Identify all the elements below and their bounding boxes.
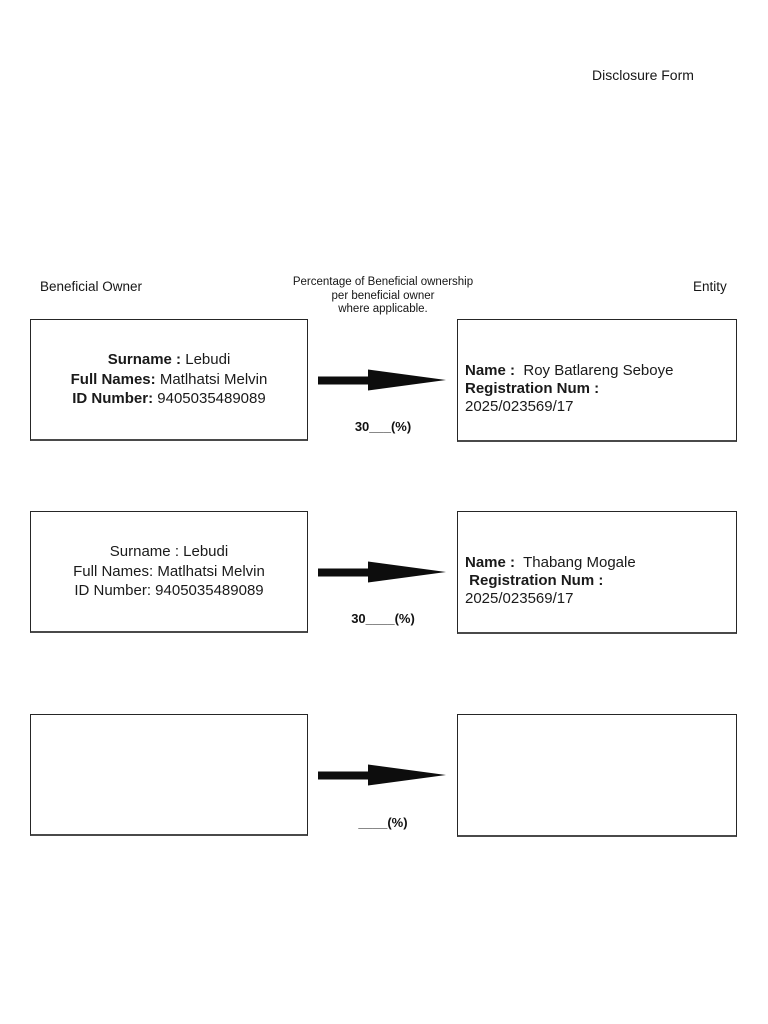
owner-box-1: Surname : Lebudi Full Names: Matlhatsi M… (30, 319, 308, 441)
owner-box-3-empty (30, 714, 308, 836)
entity-regnum-label-line: Registration Num : (465, 572, 728, 590)
owner-idnumber-line: ID Number: 9405035489089 (73, 581, 265, 601)
percentage-header-line-3: where applicable. (338, 303, 428, 315)
owner-fullnames-line: Full Names: Matlhatsi Melvin (71, 370, 268, 390)
field-value: 2025/023569/17 (465, 590, 574, 607)
field-label: Name : (465, 554, 516, 571)
page-title: Disclosure Form (592, 67, 694, 83)
field-value: Lebudi (178, 543, 229, 561)
field-value: 9405035489089 (153, 390, 266, 408)
field-value: 9405035489089 (151, 582, 264, 600)
percentage-value-1: 30___(%) (354, 419, 412, 434)
field-value: Thabang Mogale (515, 554, 636, 571)
field-label: ID Number: (72, 390, 154, 408)
field-label: ID Number: (74, 582, 152, 600)
percentage-value-2: 30____(%) (351, 611, 415, 626)
owner-surname-line: Surname : Lebudi (71, 350, 268, 370)
field-value: Matlhatsi Melvin (153, 562, 265, 580)
owner-surname-line: Surname : Lebudi (73, 542, 265, 562)
field-label: Surname : (109, 543, 179, 561)
field-label: Full Names: (70, 370, 156, 388)
entity-regnum-value-line: 2025/023569/17 (465, 590, 728, 608)
column-header-percentage: Percentage of Beneficial ownership per b… (283, 276, 483, 317)
field-label: Full Names: (73, 562, 154, 580)
field-value: Lebudi (181, 351, 231, 369)
right-arrow-icon (318, 369, 446, 391)
entity-regnum-label-line: Registration Num : (465, 380, 728, 398)
entity-name-line: Name : Roy Batlareng Seboye (465, 362, 728, 380)
entity-box-2: Name : Thabang Mogale Registration Num :… (457, 511, 737, 634)
owner-details: Surname : Lebudi Full Names: Matlhatsi M… (73, 542, 265, 601)
right-arrow-icon (318, 561, 446, 583)
entity-regnum-value-line: 2025/023569/17 (465, 398, 728, 416)
column-header-entity: Entity (693, 279, 727, 294)
entity-name-line: Name : Thabang Mogale (465, 554, 728, 572)
field-value: 2025/023569/17 (465, 398, 574, 415)
percentage-header-line-2: per beneficial owner (331, 289, 435, 302)
field-label: Name : (465, 362, 516, 379)
owner-idnumber-line: ID Number: 9405035489089 (71, 389, 268, 409)
field-label: Registration Num : (465, 572, 604, 589)
percentage-value-3: ____(%) (358, 815, 408, 830)
right-arrow-icon (318, 764, 446, 786)
field-value: Roy Batlareng Seboye (515, 362, 674, 379)
field-label: Registration Num : (465, 380, 600, 397)
owner-details: Surname : Lebudi Full Names: Matlhatsi M… (71, 350, 268, 409)
owner-fullnames-line: Full Names: Matlhatsi Melvin (73, 562, 265, 582)
entity-box-3-empty (457, 714, 737, 837)
column-header-beneficial-owner: Beneficial Owner (40, 279, 143, 294)
percentage-header-line-1: Percentage of Beneficial ownership (292, 276, 474, 288)
field-value: Matlhatsi Melvin (155, 370, 268, 388)
field-label: Surname : (107, 351, 182, 369)
owner-box-2: Surname : Lebudi Full Names: Matlhatsi M… (30, 511, 308, 633)
entity-box-1: Name : Roy Batlareng Seboye Registration… (457, 319, 737, 442)
